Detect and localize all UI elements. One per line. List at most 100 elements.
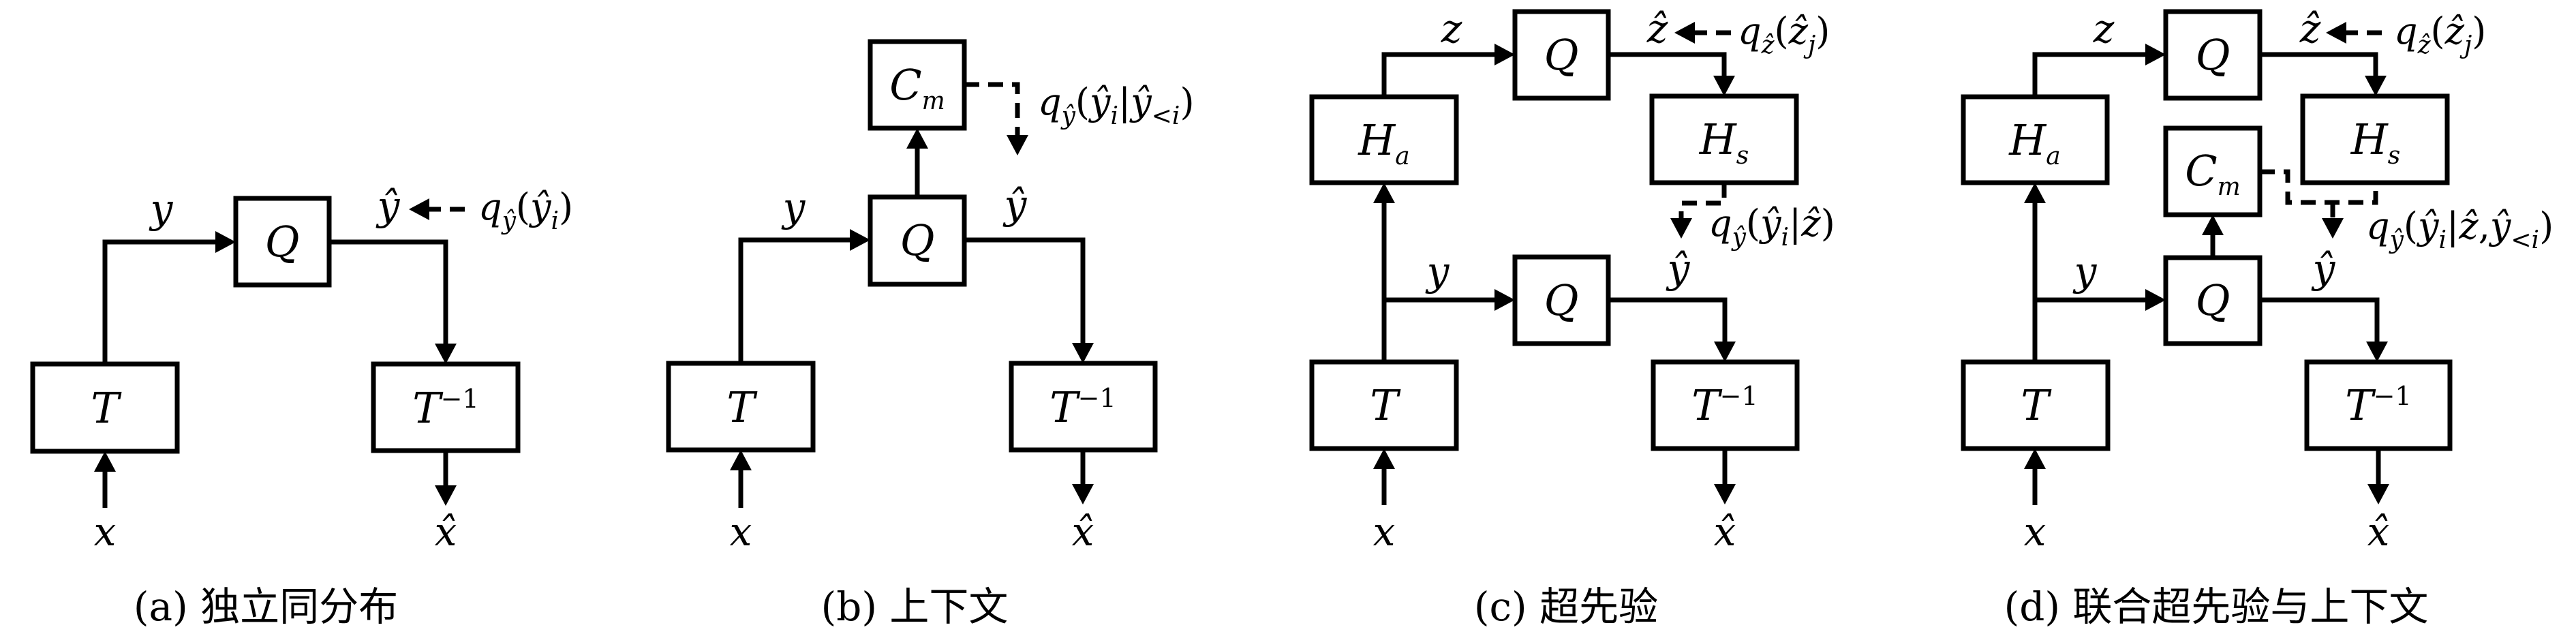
arrowhead-into-q: [850, 229, 870, 251]
label-token: Q: [2196, 275, 2230, 325]
caption-d: (d) 联合超先验与上下文: [2004, 584, 2429, 630]
hyper-analysis-box: [1961, 94, 2110, 185]
arrowhead-into-q-z: [1494, 44, 1515, 65]
arrowhead-to-xhat: [1072, 484, 1094, 504]
hyper-model-label: qẑ(ẑj): [1738, 10, 1830, 59]
label-token: T: [2345, 380, 2376, 430]
panel-b: T Q Cm T−1 y ŷ x x̂ qŷ(ŷi|ŷ<i) (b) 上下文: [666, 39, 1195, 630]
label-token: T: [1370, 380, 1401, 430]
label-token: |: [2447, 205, 2459, 247]
label-token: |: [1118, 80, 1131, 123]
label-token: ŷ: [1731, 224, 1747, 252]
signal-y: y: [1425, 248, 1450, 294]
label-token: T: [726, 382, 758, 432]
arrowhead-into-context: [2202, 215, 2224, 235]
hyper-synthesis-box: [2300, 93, 2450, 185]
signal-x-hat: x̂: [1072, 509, 1094, 555]
label-token: m: [922, 87, 945, 115]
label-token: ŷ: [2417, 205, 2440, 247]
label-token: ẑ: [1788, 10, 1809, 52]
panel-d: Ha Q Hs Cm Q T T−1 z ẑ y ŷ x x̂ qẑ(ẑj) q…: [1961, 5, 2554, 630]
label-token: H: [2008, 115, 2047, 165]
context-model-box: [868, 39, 967, 131]
label-token: ŷ: [1129, 80, 1152, 123]
label-token: −1: [1720, 381, 1758, 411]
label-token: ): [1180, 80, 1194, 123]
label-T: T: [2021, 380, 2052, 430]
wire-z-to-q: [2032, 52, 2149, 97]
label-token: (: [1746, 202, 1760, 245]
arrowhead-to-xhat: [1714, 484, 1736, 504]
wire-y-to-q: [102, 239, 219, 364]
dashed-context-link: [2260, 169, 2378, 205]
synthesis-transform-box: [2304, 359, 2453, 451]
quantizer-z-box: [2163, 9, 2263, 101]
panel-a: T Q T−1 y ŷ x x̂ qŷ(ŷi) (a) 独立同分布: [30, 183, 573, 630]
arrowhead-into-hs: [2365, 76, 2387, 96]
arrowhead-into-context: [906, 128, 928, 149]
wire-yhat-to-tinv: [329, 239, 448, 348]
label-token: ŷ: [1759, 202, 1782, 245]
arrowhead-into-ha: [1373, 183, 1395, 203]
signal-y-hat: ŷ: [375, 183, 401, 229]
label-token: <i: [2511, 226, 2539, 254]
signal-z: z: [1441, 5, 1462, 52]
dashed-arrowhead-to-zhat: [1674, 22, 1695, 44]
arrowhead-into-q-y: [2145, 289, 2166, 311]
analysis-transform-box: [1961, 359, 2111, 451]
arrowhead-into-tinv: [1072, 343, 1094, 363]
arrowhead-into-tinv: [2366, 342, 2388, 362]
dashed-entropy-model-link: [964, 82, 1020, 136]
label-token: ẑ: [2458, 205, 2479, 247]
arrowhead-into-q-y: [1494, 289, 1515, 311]
label-token: ): [2472, 10, 2486, 52]
synthesis-transform-box: [1651, 359, 1800, 451]
signal-z: z: [2093, 5, 2115, 52]
label-token: C: [2185, 146, 2217, 196]
signal-x: x: [2024, 509, 2046, 555]
dashed-arrowhead-to-zhat: [2326, 22, 2346, 44]
label-token: i: [551, 207, 559, 235]
label-Q-y: Q: [2196, 275, 2230, 325]
label-T: T: [1370, 380, 1401, 430]
arrowhead-into-q-z: [2145, 44, 2166, 65]
quantizer-box: [868, 194, 967, 287]
caption-c: (c) 超先验: [1474, 584, 1658, 630]
label-T-inverse: T−1: [412, 383, 478, 433]
dashed-arrowhead-to-yhat: [2322, 218, 2344, 239]
label-token: −1: [441, 384, 479, 414]
label-token: H: [1358, 115, 1396, 165]
label-token: Q: [265, 217, 300, 267]
signal-y-hat: ŷ: [1666, 245, 1691, 292]
wire-yhat-to-tinv: [964, 237, 1086, 347]
synthesis-transform-box: [1009, 361, 1158, 453]
wire-yhat-to-tinv: [2260, 297, 2380, 346]
signal-x-hat: x̂: [435, 509, 457, 555]
label-token: q: [1038, 80, 1062, 123]
label-token: ŷ: [1060, 102, 1076, 130]
label-token: C: [889, 60, 921, 110]
label-token: (: [1075, 80, 1090, 123]
label-token: Q: [2196, 30, 2230, 80]
label-T: T: [726, 382, 758, 432]
arrowhead-into-t: [730, 450, 752, 470]
label-token: Q: [900, 215, 935, 265]
signal-x: x: [1373, 509, 1396, 555]
label-token: ŷ: [501, 207, 517, 235]
label-T-inverse: T−1: [1691, 380, 1758, 430]
wire-zhat-to-hs: [2260, 52, 2378, 80]
arrowhead-into-q: [215, 231, 236, 253]
label-token: s: [2388, 142, 2400, 170]
label-Q: Q: [900, 215, 935, 265]
signal-x: x: [94, 509, 117, 555]
wire-yhat-to-tinv: [1608, 297, 1728, 346]
arrowhead-into-t: [2024, 449, 2046, 469]
label-H-s: Hs: [1699, 115, 1749, 170]
quantizer-box: [233, 196, 332, 288]
dashed-entropy-model-link: [1678, 183, 1727, 219]
label-token: −1: [2374, 381, 2412, 411]
label-T-inverse: T−1: [2345, 380, 2411, 430]
label-token: −1: [1078, 383, 1116, 413]
